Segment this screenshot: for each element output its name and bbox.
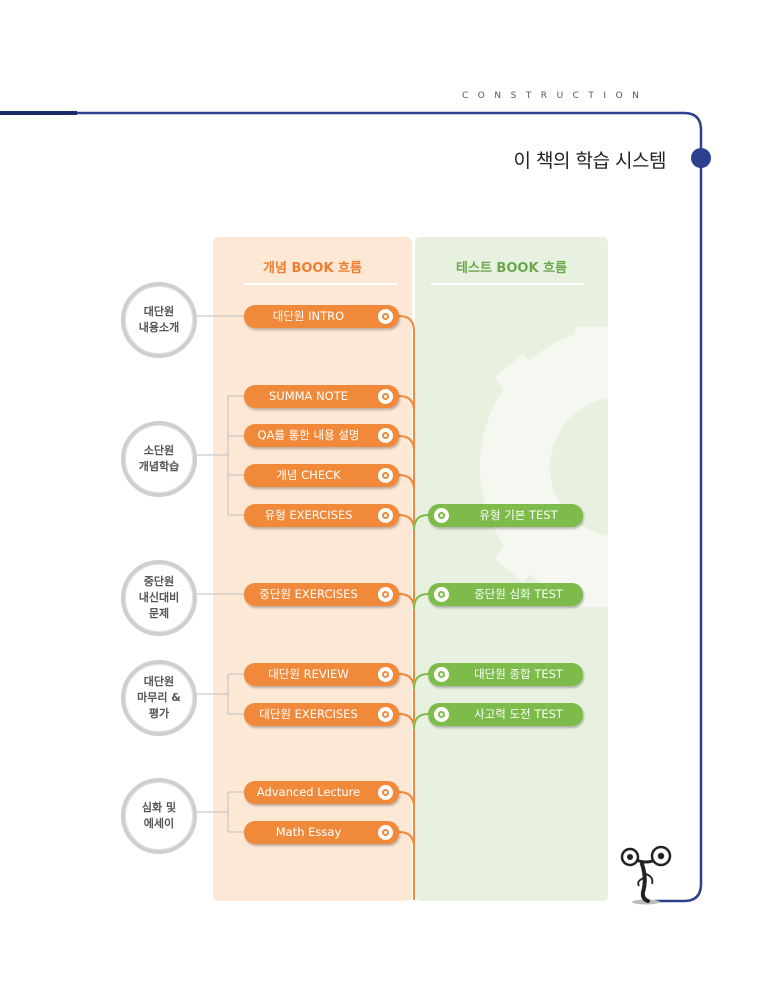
concept-item: 대단원 REVIEW	[244, 663, 399, 686]
concept-item: Advanced Lecture	[244, 781, 399, 804]
section-label: CONSTRUCTION	[462, 91, 649, 101]
concept-item: Math Essay	[244, 821, 399, 844]
navy-circle-icon	[691, 148, 711, 168]
divider	[244, 283, 397, 285]
mascot-icon	[620, 845, 672, 905]
concept-item: 대단원 INTRO	[244, 305, 399, 328]
target-icon	[378, 309, 393, 324]
concept-item: 유형 EXERCISES	[244, 504, 399, 527]
test-item: 유형 기본 TEST	[428, 504, 583, 527]
test-column-title: 테스트 BOOK 흐름	[456, 261, 567, 276]
concept-column-title: 개념 BOOK 흐름	[263, 261, 362, 276]
divider	[431, 283, 584, 285]
target-icon	[434, 707, 449, 722]
target-icon	[378, 667, 393, 682]
target-icon	[378, 707, 393, 722]
target-icon	[378, 468, 393, 483]
concept-item: 대단원 EXERCISES	[244, 703, 399, 726]
concept-item: SUMMA NOTE	[244, 385, 399, 408]
concept-item: 개념 CHECK	[244, 464, 399, 487]
stage-circle: 소단원 개념학습	[121, 421, 197, 497]
target-icon	[378, 785, 393, 800]
test-item: 대단원 종합 TEST	[428, 663, 583, 686]
test-item: 중단원 심화 TEST	[428, 583, 583, 606]
target-icon	[378, 508, 393, 523]
stage-circle: 대단원 마무리 & 평가	[121, 660, 197, 736]
target-icon	[434, 587, 449, 602]
target-icon	[378, 428, 393, 443]
stage-circle: 중단원 내신대비 문제	[121, 560, 197, 636]
stage-circle: 대단원 내용소개	[121, 282, 197, 358]
target-icon	[434, 667, 449, 682]
page-title: 이 책의 학습 시스템	[513, 150, 667, 172]
target-icon	[378, 587, 393, 602]
target-icon	[378, 389, 393, 404]
target-icon	[434, 508, 449, 523]
target-icon	[378, 825, 393, 840]
test-item: 사고력 도전 TEST	[428, 703, 583, 726]
concept-item: 중단원 EXERCISES	[244, 583, 399, 606]
gear-icon	[480, 327, 608, 607]
concept-item: QA를 통한 내용 설명	[244, 424, 399, 447]
stage-circle: 심화 및 에세이	[121, 778, 197, 854]
